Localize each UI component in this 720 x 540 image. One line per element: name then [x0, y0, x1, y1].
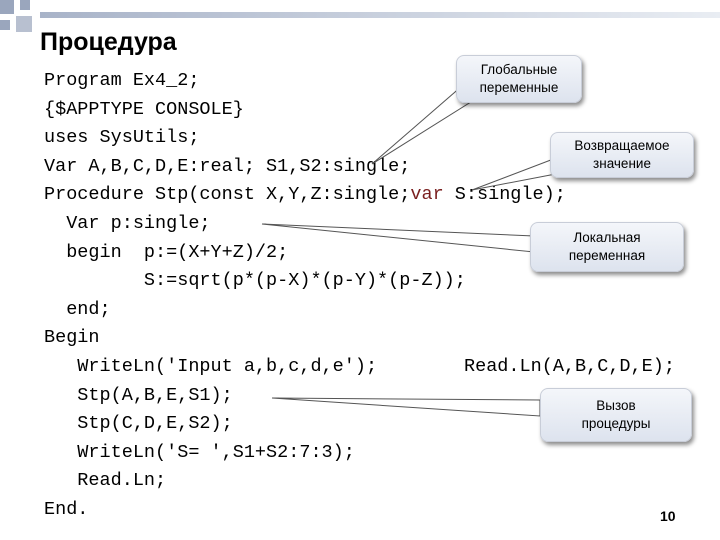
callout-return-value: Возвращаемое значение [550, 132, 694, 178]
code-line: Read.Ln; [44, 470, 167, 492]
callout-text: Возвращаемое [574, 138, 670, 153]
code-line: begin p:=(X+Y+Z)/2; [44, 241, 289, 263]
code-line: Program Ex4_2; [44, 70, 200, 91]
callout-text: Вызов [596, 398, 636, 413]
code-line: Stp(C,D,E,S2); [44, 413, 233, 435]
title-bar-decoration [40, 12, 720, 18]
page-number: 10 [660, 508, 676, 524]
corner-square [20, 0, 30, 10]
corner-square [0, 20, 10, 30]
code-line: WriteLn('Input a,b,c,d,e'); Read.Ln(A,B,C… [44, 353, 675, 382]
callout-text: переменная [568, 248, 646, 263]
code-line: uses SysUtils; [44, 127, 200, 149]
keyword-var: var [410, 184, 444, 206]
code-line: Stp(A,B,E,S1); [44, 384, 233, 406]
corner-square [16, 16, 32, 32]
code-line: Var p:single; [44, 212, 211, 234]
code-block: Program Ex4_2; {$APPTYPE CONSOLE} uses S… [44, 67, 675, 525]
pointer-local-variable [261, 223, 535, 253]
callout-local-variable: Локальная переменная [530, 222, 684, 272]
callout-text: переменные [479, 80, 559, 95]
corner-square [0, 0, 14, 14]
code-line: S:=sqrt(p*(p-X)*(p-Y)*(p-Z)); [44, 270, 466, 292]
pointer-procedure-call [271, 397, 541, 417]
code-line: End. [44, 498, 89, 520]
callout-text: Глобальные [480, 62, 558, 77]
code-line: Begin [44, 327, 100, 349]
code-line: {$APPTYPE CONSOLE} [44, 98, 244, 120]
code-text: Read.Ln(A,B,C,D,E); [464, 355, 675, 377]
callout-text: процедуры [581, 416, 651, 431]
code-line: Procedure Stp(const X,Y,Z:single;var S:s… [44, 181, 566, 210]
code-text: S:single); [443, 184, 566, 206]
slide-title: Процедура [40, 28, 177, 56]
code-text: WriteLn('Input a,b,c,d,e'); [44, 355, 378, 377]
callout-procedure-call: Вызов процедуры [540, 388, 692, 442]
callout-global-variables: Глобальные переменные [456, 55, 582, 103]
code-line: end; [44, 298, 111, 320]
code-line: WriteLn('S= ',S1+S2:7:3); [44, 441, 355, 463]
code-text: Procedure Stp(const X,Y,Z:single; [44, 184, 411, 206]
callout-text: Локальная [573, 230, 641, 245]
code-line: Var A,B,C,D,E:real; S1,S2:single; [44, 155, 411, 177]
callout-text: значение [593, 156, 651, 171]
